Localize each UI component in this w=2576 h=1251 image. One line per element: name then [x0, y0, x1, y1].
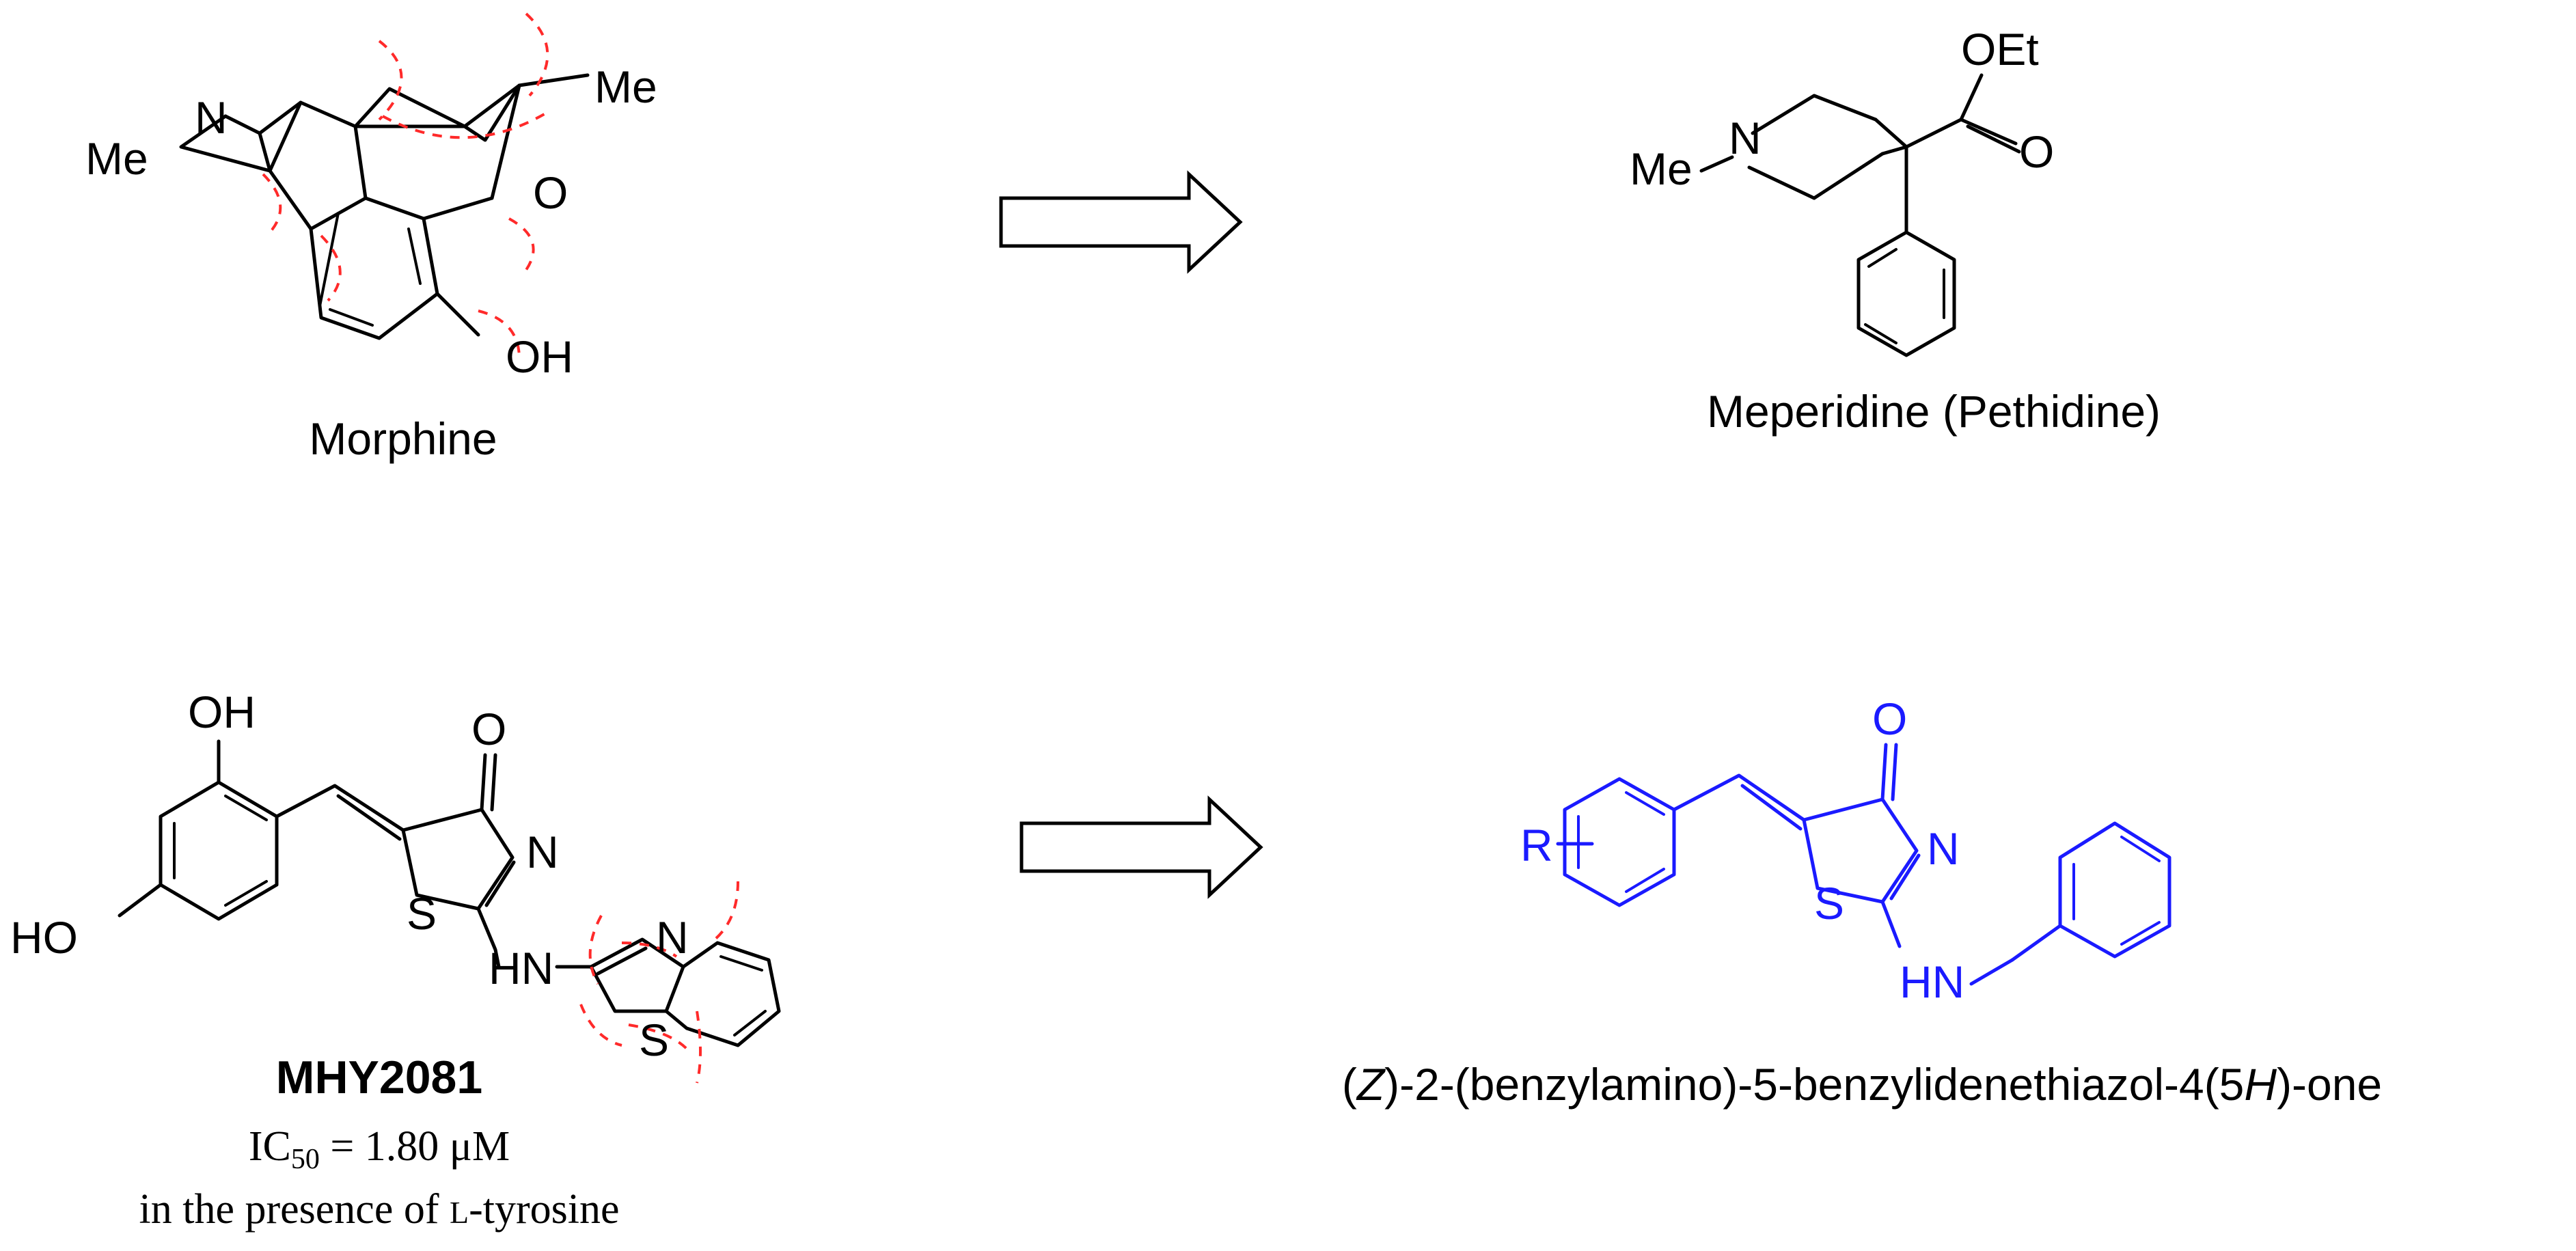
mhy2081-disconnections — [579, 881, 739, 1084]
morphine-disconnections — [262, 12, 549, 359]
scaffold-name: (Z)-2-(benzylamino)-5-benzylidenethiazol… — [1342, 1059, 2382, 1110]
mhy2081-name: MHY2081 — [276, 1051, 482, 1103]
ic50-subscript: 50 — [291, 1144, 320, 1175]
scaffold-name-z: Z — [1356, 1059, 1386, 1110]
meperidine-atom-oet: OEt — [1961, 24, 2039, 74]
morphine-atom-oh: OH — [506, 331, 573, 382]
meperidine-atom-o: O — [2019, 126, 2054, 177]
mhy2081-atom-n-bt: N — [656, 912, 689, 963]
scaffold-atom-n: N — [1927, 823, 1960, 874]
scaffold-name-h: H — [2244, 1059, 2277, 1110]
scaffold-atom-s: S — [1814, 878, 1844, 929]
mhy2081-atom-hn: HN — [489, 943, 553, 993]
morphine-atom-me-n: Me — [85, 133, 148, 184]
morphine-atom-me-c: Me — [594, 61, 657, 112]
mhy2081-atom-s-ring: S — [407, 888, 437, 939]
hollow-right-arrow-icon — [1019, 795, 1263, 899]
condition-suffix: -tyrosine — [469, 1186, 619, 1233]
scaffold-name-close: )-one — [2277, 1059, 2382, 1110]
mhy2081-ic50: IC50 = 1.80 μM — [249, 1123, 510, 1175]
designed-scaffold-structure — [1556, 743, 2171, 986]
morphine-name: Morphine — [309, 413, 497, 464]
mhy2081-atom-o: O — [471, 704, 506, 754]
morphine-structure — [179, 73, 590, 340]
mhy2081-condition: in the presence of L-tyrosine — [139, 1186, 620, 1233]
ic50-label: IC — [249, 1123, 291, 1170]
hollow-right-arrow-icon — [999, 170, 1243, 274]
meperidine-atom-n: N — [1729, 113, 1762, 163]
condition-l: L — [450, 1195, 469, 1230]
mhy2081-atom-n-ring: N — [526, 827, 559, 877]
mhy2081-atom-s-bt: S — [639, 1015, 669, 1065]
scaffold-atom-r: R — [1520, 820, 1553, 870]
scaffold-name-open: ( — [1342, 1059, 1357, 1110]
condition-prefix: in the presence of — [139, 1186, 450, 1233]
ic50-value: = 1.80 μM — [320, 1123, 510, 1170]
meperidine-name: Meperidine (Pethidine) — [1707, 386, 2161, 437]
scaffold-name-mid: )-2-(benzylamino)-5-benzylidenethiazol-4… — [1384, 1059, 2244, 1110]
scaffold-atom-hn: HN — [1900, 957, 1964, 1007]
meperidine-atom-me: Me — [1630, 143, 1693, 194]
mhy2081-atom-oh-top: OH — [188, 687, 256, 737]
morphine-atom-o: O — [533, 167, 568, 218]
meperidine-structure — [1699, 73, 2021, 357]
morphine-atom-n: N — [195, 92, 228, 143]
mhy2081-structure — [118, 739, 781, 1047]
mhy2081-atom-ho-left: HO — [10, 912, 78, 963]
scaffold-atom-o: O — [1872, 693, 1907, 744]
